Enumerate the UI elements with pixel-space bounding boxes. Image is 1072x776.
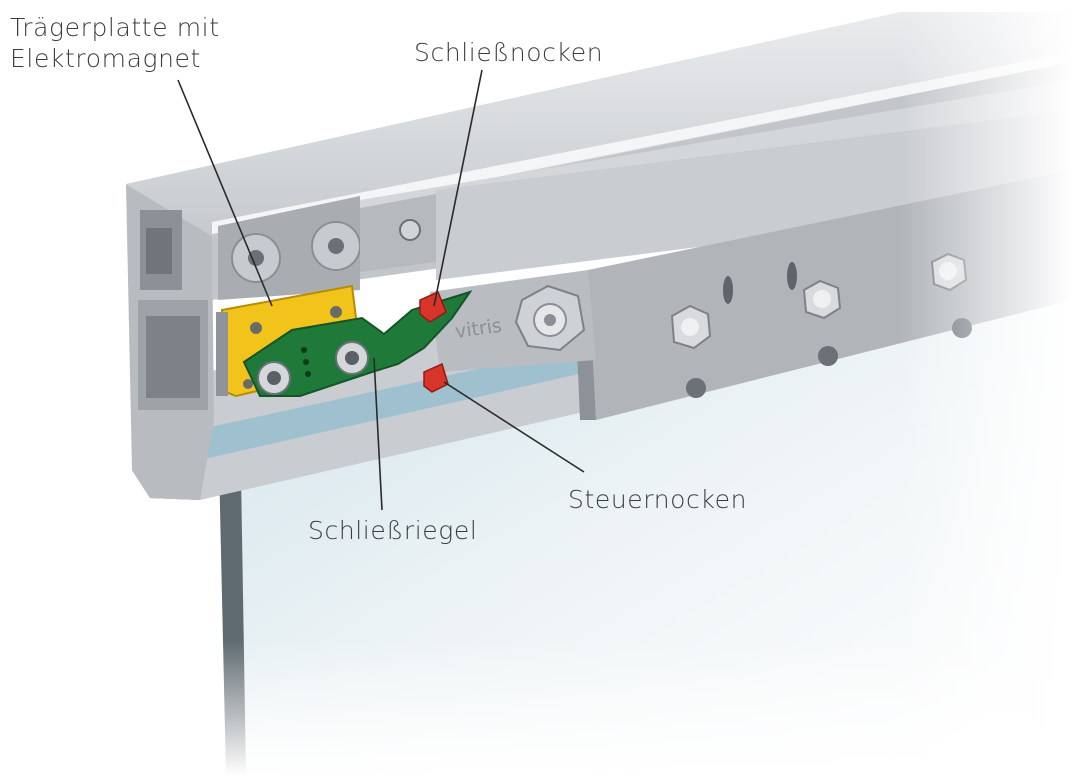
control-cam — [423, 362, 449, 393]
label-traegerplatte: Trägerplatte mit Elektromagnet — [10, 12, 220, 74]
label-steuernocken: Steuernocken — [568, 485, 748, 514]
cams — [419, 290, 449, 393]
label-traegerplatte-line2: Elektromagnet — [10, 44, 201, 73]
bottom-fade — [200, 640, 1072, 776]
leader-line-steuernocken — [443, 381, 585, 473]
rail-end-profile — [126, 184, 214, 500]
latch-bolt — [242, 290, 473, 397]
label-schliessriegel: Schließriegel — [308, 516, 478, 545]
roller-carriage — [218, 194, 436, 300]
leader-line-schliessnocken — [433, 69, 483, 307]
closing-cam — [419, 290, 447, 323]
leader-line-schliessriegel — [373, 357, 383, 511]
rail-top — [126, 12, 1072, 236]
leader-line-traegerplatte — [177, 79, 273, 307]
leader-lines — [177, 69, 585, 511]
label-traegerplatte-line1: Trägerplatte mit — [10, 13, 220, 42]
label-schliessnocken: Schließnocken — [414, 38, 604, 67]
